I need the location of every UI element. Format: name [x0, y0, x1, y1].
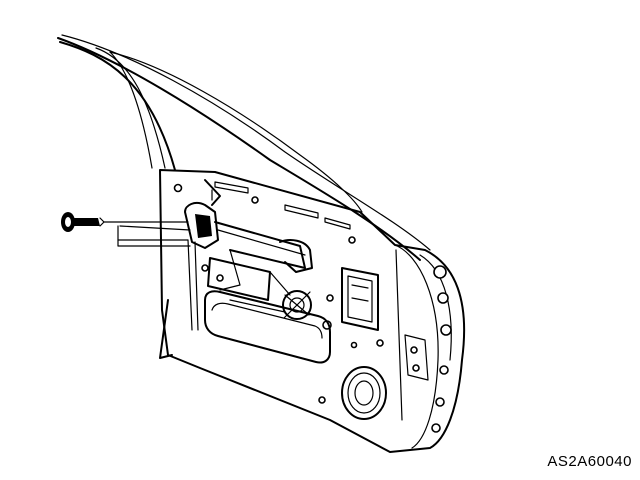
speaker-opening-icon: [341, 366, 387, 420]
bolt-icon: [61, 212, 105, 232]
car-front-door-panel-icon: [159, 169, 466, 453]
figure-reference-code: AS2A60040: [547, 453, 632, 470]
window-regulator-icon: [184, 179, 313, 331]
leader-lines: [103, 221, 191, 247]
